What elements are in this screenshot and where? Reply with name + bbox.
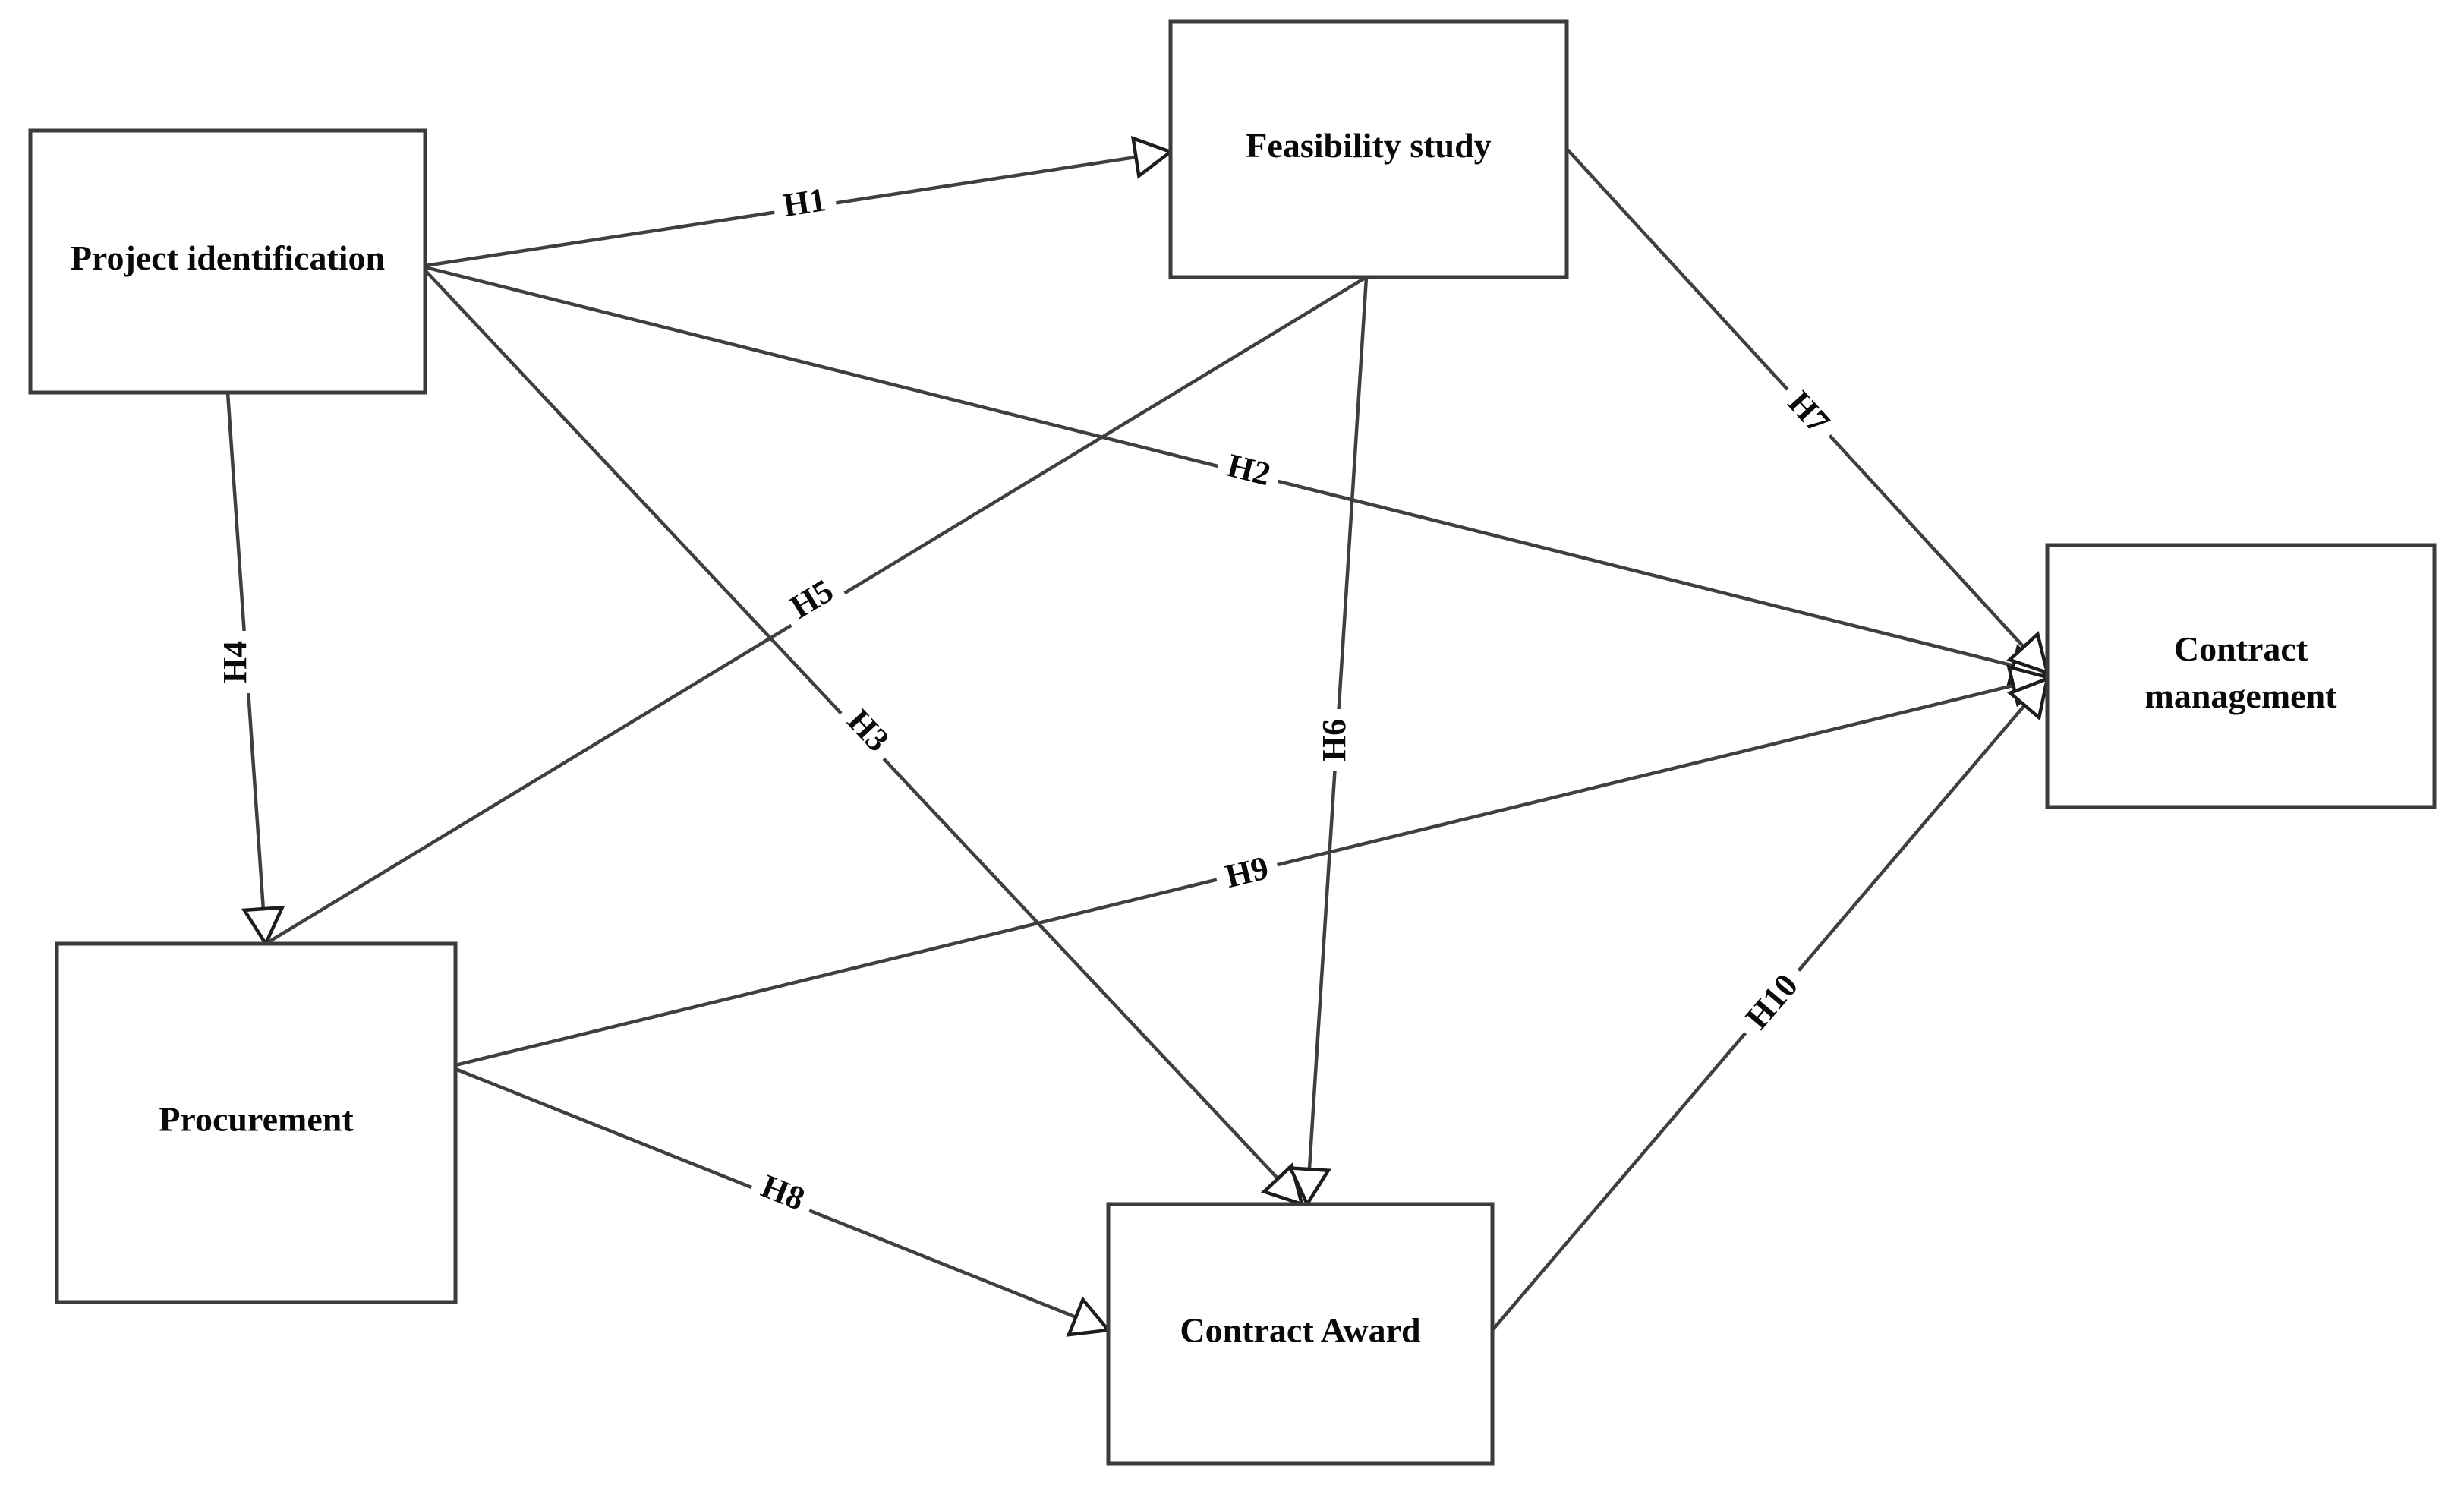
edge-label-group-h4: H4 — [214, 631, 258, 693]
arrow-head-h6 — [1287, 1166, 1331, 1208]
edge-label-group-h9: H9 — [1212, 844, 1283, 902]
edge-label-plate-h4 — [214, 631, 258, 693]
edge-label-plate-h7 — [1770, 375, 1846, 451]
edge-label-group-h3: H3 — [830, 693, 906, 769]
edge-label-plate-h10 — [1728, 957, 1816, 1048]
edge-label-plate-h2 — [1213, 441, 1284, 500]
edge-label-group-h5: H5 — [774, 564, 851, 635]
node-label-procurement: Procurement — [159, 1100, 354, 1139]
node-label-contract-management-line1: Contract — [2174, 629, 2308, 668]
edge-label-plate-h5 — [774, 564, 851, 635]
node-contract-award[interactable]: Contract Award — [1106, 1202, 1495, 1466]
node-box-project-identification — [28, 128, 427, 395]
edge-label-h1: H1 — [780, 181, 828, 224]
node-layer: Project identification Feasibility studyC… — [28, 19, 2437, 1466]
edge-label-group-h1: H1 — [770, 177, 839, 230]
node-label-contract-management-line2: management — [2145, 676, 2338, 715]
node-label-project-identification: Project identification — [71, 238, 385, 277]
edge-label-plate-h8 — [745, 1161, 820, 1226]
node-label-feasibility-study: Feasibility study — [1246, 126, 1491, 165]
edge-label-group-h8: H8 — [745, 1161, 820, 1226]
arrow-head-h10 — [2006, 676, 2050, 721]
node-box-procurement — [55, 941, 458, 1304]
edge-label-group-h10: H10 — [1728, 957, 1816, 1048]
node-procurement[interactable]: Procurement — [55, 941, 458, 1304]
arrow-head-h8 — [1066, 1296, 1112, 1337]
edge-label-group-h6: H6 — [1313, 709, 1357, 771]
arrow-head-h1 — [1130, 135, 1174, 179]
arrow-head-h4 — [241, 905, 285, 947]
node-box-contract-management — [2045, 543, 2437, 809]
edge-label-h4: H4 — [216, 641, 254, 683]
node-contract-management[interactable]: Contract management — [2045, 543, 2437, 809]
edge-layer — [225, 135, 2051, 1337]
arrow-head-h7 — [2006, 630, 2050, 676]
node-label-contract-award: Contract Award — [1180, 1311, 1421, 1350]
edge-label-plate-h1 — [770, 177, 839, 230]
node-box-contract-award — [1106, 1202, 1495, 1466]
edge-label-plate-h9 — [1212, 844, 1283, 902]
edge-label-group-h2: H2 — [1213, 441, 1284, 500]
node-box-feasibility-study — [1168, 19, 1569, 279]
node-feasibility-study[interactable]: Feasibility study — [1168, 19, 1569, 279]
edge-label-plate-h3 — [830, 693, 906, 769]
edge-label-plate-h6 — [1313, 709, 1357, 771]
node-project-identification[interactable]: Project identification — [28, 128, 427, 395]
edge-label-h6: H6 — [1315, 719, 1353, 761]
